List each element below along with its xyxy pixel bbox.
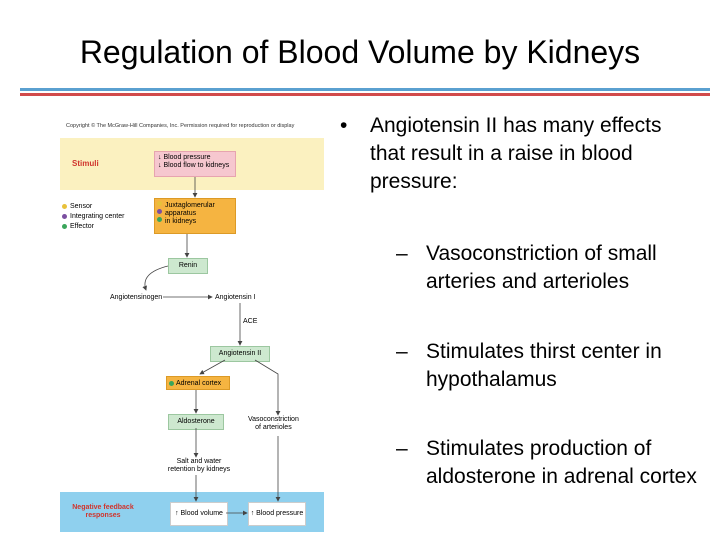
jga-effector-dot-icon — [157, 217, 162, 222]
bullet-main-text: Angiotensin II has many effects that res… — [370, 114, 662, 193]
ace-label: ACE — [243, 318, 258, 325]
jga-sensor-dot-icon — [157, 201, 162, 206]
bullet-glyph: • — [340, 114, 348, 137]
negative-feedback-label: Negative feedback responses — [72, 504, 134, 519]
dash-glyph-1: – — [396, 242, 408, 265]
angiotensinogen-label: Angiotensinogen — [110, 294, 163, 301]
legend-item-sensor: Sensor — [62, 203, 142, 211]
legend: Sensor Integrating center Effector — [62, 203, 142, 231]
jga-line-3: in kidneys — [165, 218, 197, 225]
jga-integrating-dot-icon — [157, 209, 162, 214]
title-rule-red — [20, 93, 710, 96]
legend-item-effector: Effector — [62, 223, 142, 231]
sensor-dot-icon — [62, 203, 67, 209]
adrenal-cortex-box: Adrenal cortex — [166, 376, 230, 390]
raas-diagram: Copyright © The McGraw-Hill Companies, I… — [60, 118, 330, 540]
copyright-line: Copyright © The McGraw-Hill Companies, I… — [66, 123, 295, 129]
integrating-dot-icon — [62, 213, 67, 219]
adrenal-dot-wrap — [169, 380, 177, 388]
blood-volume-box: ↑ Blood volume — [170, 502, 228, 526]
arrow-ang2-vasoconstriction — [254, 359, 281, 416]
title-rule-blue — [20, 88, 710, 91]
adrenal-effector-dot-icon — [169, 380, 174, 386]
renin-box: Renin — [168, 258, 208, 274]
dash-glyph-3: – — [396, 437, 408, 460]
slide-title: Regulation of Blood Volume by Kidneys — [79, 34, 641, 70]
stimuli-line-1: ↓ Blood pressure — [158, 154, 211, 161]
legend-item-integrating: Integrating center — [62, 213, 142, 221]
angiotensin2-box: Angiotensin II — [210, 346, 270, 362]
sub-bullet-1-text: Vasoconstriction of small arteries and a… — [426, 242, 657, 293]
arrow-ang2-adrenal — [199, 359, 226, 375]
jga-dots — [157, 201, 165, 222]
jga-line-1: Juxtaglomerular — [165, 202, 215, 209]
jga-box: Juxtaglomerular apparatus in kidneys — [154, 198, 236, 234]
sub-bullet-2-text: Stimulates thirst center in hypothalamus — [426, 340, 662, 391]
stimuli-line-2: ↓ Blood flow to kidneys — [158, 162, 230, 169]
blood-pressure-box: ↑ Blood pressure — [248, 502, 306, 526]
arrow-renin-curve — [142, 265, 169, 291]
jga-line-2: apparatus — [165, 210, 197, 217]
angiotensin1-label: Angiotensin I — [215, 294, 256, 301]
diagram-arrows — [142, 177, 281, 516]
sub-bullet-3-text: Stimulates production of aldosterone in … — [426, 437, 697, 488]
vasoconstriction-label: Vasoconstriction of arterioles — [248, 416, 299, 431]
effector-dot-icon — [62, 223, 67, 229]
stimuli-label: Stimuli — [72, 159, 99, 168]
dash-glyph-2: – — [396, 340, 408, 363]
salt-water-label: Salt and water retention by kidneys — [167, 458, 231, 473]
stimuli-box: ↓ Blood pressure ↓ Blood flow to kidneys — [154, 151, 236, 177]
